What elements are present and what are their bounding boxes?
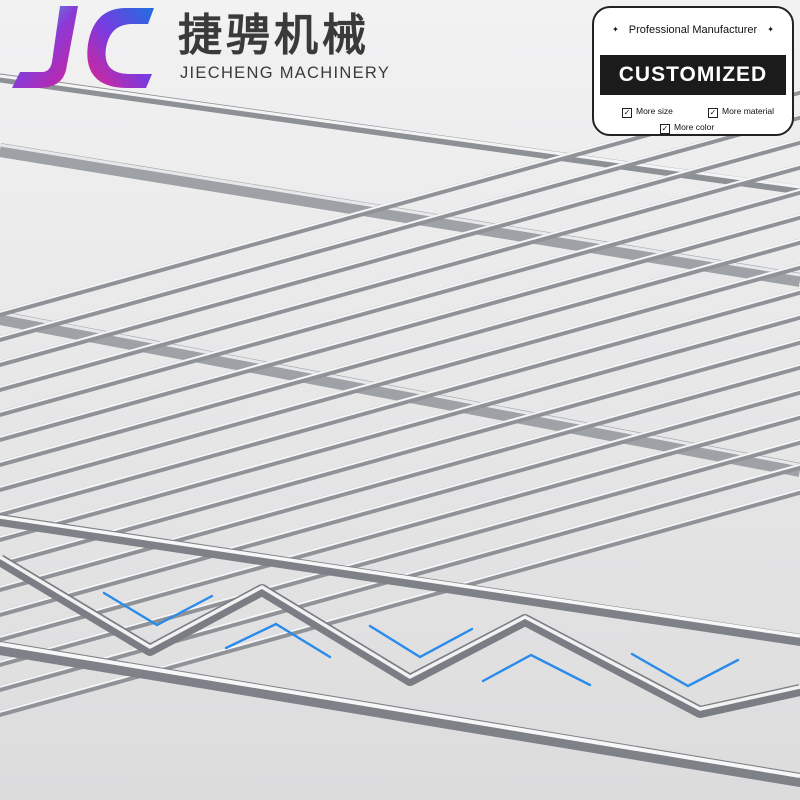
deck-wire-highlight bbox=[0, 313, 800, 538]
deck-wire-highlight bbox=[0, 263, 800, 488]
option-more-size: ✓More size bbox=[622, 106, 673, 118]
deck-wire-highlight bbox=[0, 488, 800, 713]
deck-wire bbox=[0, 363, 800, 593]
badge-top-line: ✦ Professional Manufacturer ✦ bbox=[594, 24, 792, 36]
badge-banner: CUSTOMIZED bbox=[600, 55, 786, 95]
deck-wire-highlight bbox=[0, 388, 800, 613]
deck-wire-highlight bbox=[0, 238, 800, 463]
deck-wire-highlight bbox=[0, 163, 800, 388]
back-frame-bar bbox=[0, 73, 800, 195]
deck-wire bbox=[0, 188, 800, 418]
deck-wire bbox=[0, 438, 800, 668]
deck-wire-highlight bbox=[0, 463, 800, 688]
diamond-icon: ✦ bbox=[767, 25, 774, 34]
checkbox-checked-icon: ✓ bbox=[622, 108, 632, 118]
deck-wire-highlight bbox=[0, 188, 800, 413]
deck-wire bbox=[0, 463, 800, 693]
diamond-icon: ✦ bbox=[612, 25, 619, 34]
badge-top-text: Professional Manufacturer bbox=[628, 24, 758, 36]
jc-logo-icon bbox=[12, 6, 154, 88]
deck-wire bbox=[0, 138, 800, 368]
zigzag-truss bbox=[0, 554, 800, 718]
deck-wire bbox=[0, 238, 800, 468]
support-channels bbox=[0, 143, 800, 477]
brand-name-english: JIECHENG MACHINERY bbox=[180, 64, 391, 82]
customized-badge: ✦ Professional Manufacturer ✦ CUSTOMIZED ✓… bbox=[592, 6, 794, 136]
deck-wire bbox=[0, 213, 800, 443]
deck-wire-highlight bbox=[0, 413, 800, 638]
deck-wire-highlight bbox=[0, 213, 800, 438]
deck-wire-highlight bbox=[0, 138, 800, 363]
front-frame bbox=[0, 514, 800, 787]
deck-wire-highlight bbox=[0, 113, 800, 338]
checkbox-checked-icon: ✓ bbox=[660, 124, 670, 134]
deck-wire bbox=[0, 263, 800, 493]
option-more-color: ✓More color bbox=[660, 122, 715, 134]
deck-wire bbox=[0, 413, 800, 643]
deck-wire bbox=[0, 488, 800, 718]
deck-wire-highlight bbox=[0, 363, 800, 588]
option-more-material: ✓More material bbox=[708, 106, 774, 118]
deck-wire bbox=[0, 313, 800, 543]
deck-wire-highlight bbox=[0, 288, 800, 513]
deck-wire bbox=[0, 113, 800, 343]
checkbox-checked-icon: ✓ bbox=[708, 108, 718, 118]
deck-wire bbox=[0, 163, 800, 393]
wave-accent-lines bbox=[102, 591, 740, 688]
deck-wire bbox=[0, 288, 800, 518]
deck-wires bbox=[0, 88, 800, 718]
deck-wire bbox=[0, 388, 800, 618]
brand-name-chinese: 捷骋机械 bbox=[178, 10, 370, 61]
